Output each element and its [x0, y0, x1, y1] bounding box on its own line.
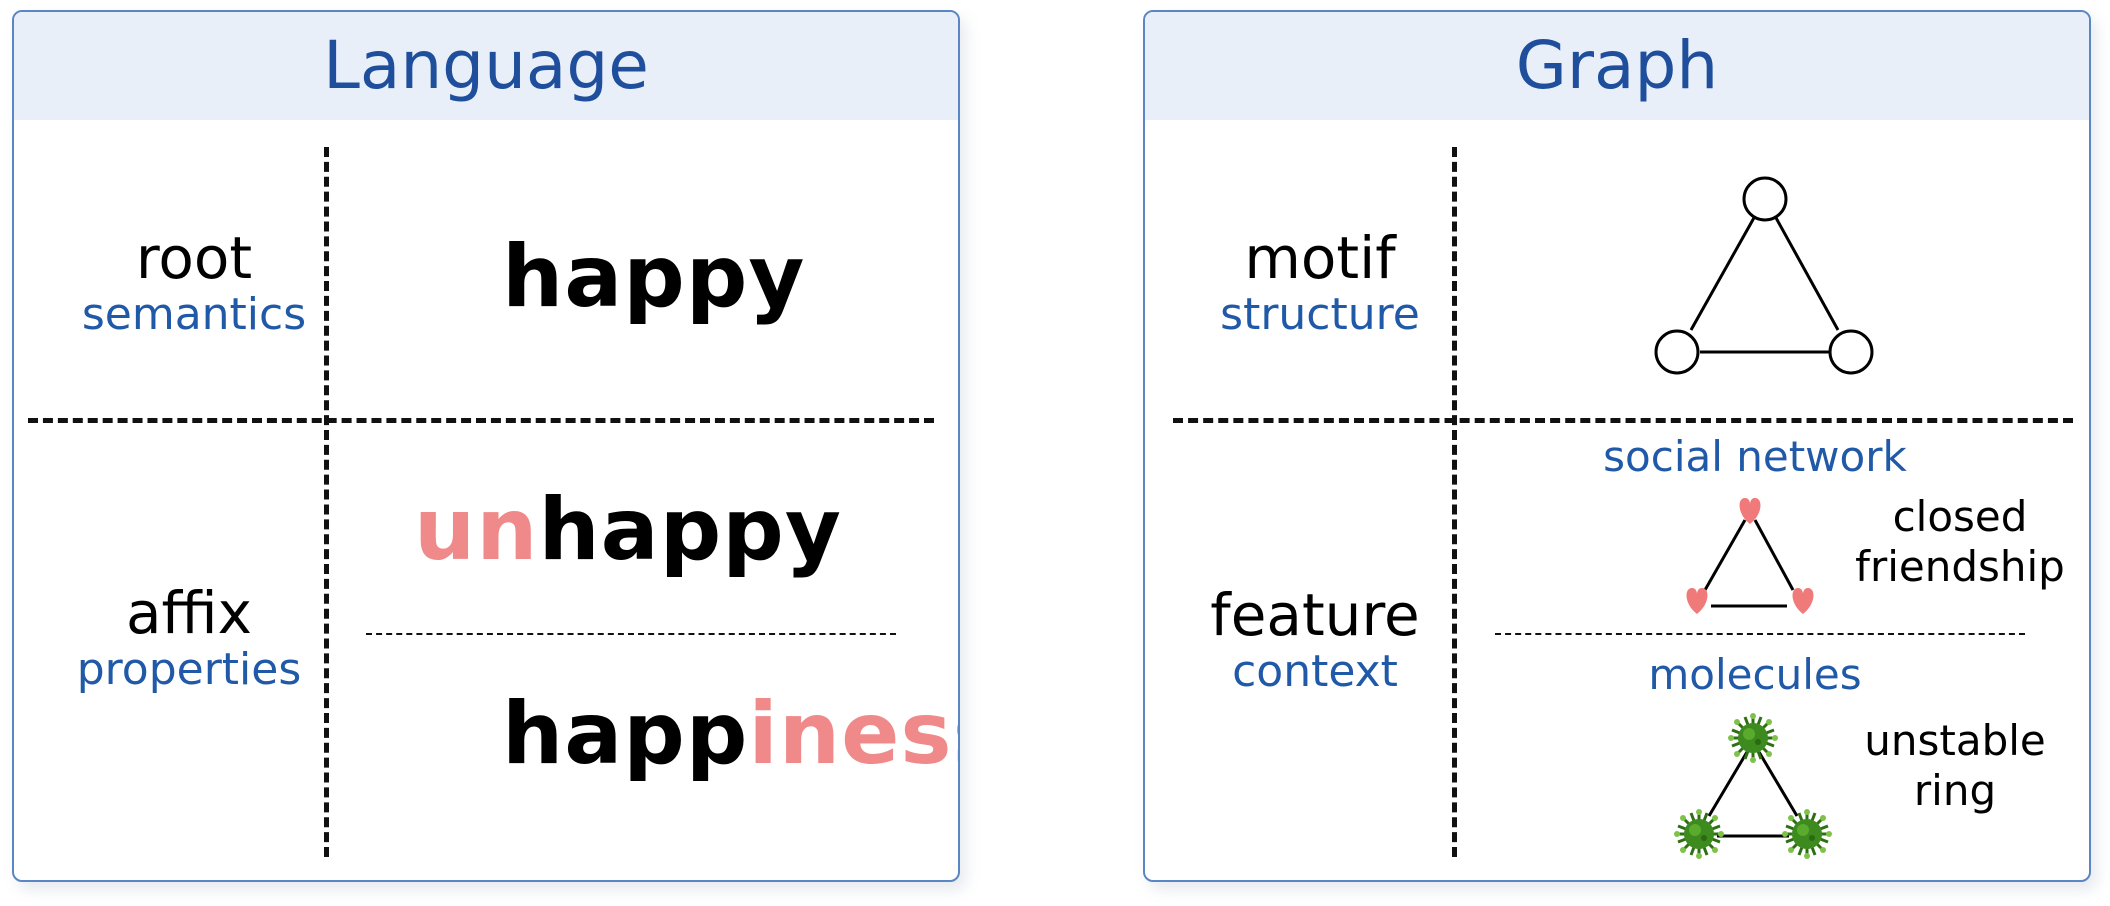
social-caption-line1: closed: [1892, 492, 2028, 541]
virus-icon: [1780, 807, 1833, 861]
motif-edge-left: [1689, 215, 1757, 331]
language-header: Language: [14, 12, 958, 120]
affix-sublabel: properties: [76, 643, 302, 695]
suffix-iness: iness: [748, 684, 958, 784]
feature-sublabel: context: [1232, 645, 1398, 697]
motif-edge-right: [1773, 215, 1840, 331]
social-caption: closed friendship: [1825, 492, 2089, 593]
graph-header: Graph: [1145, 12, 2089, 120]
heart-icon: [1739, 498, 1761, 524]
motif-node-top: [1742, 176, 1788, 222]
prefix-un: un: [414, 480, 539, 580]
root-label-group: root semantics: [44, 224, 344, 340]
feature-label: feature: [1210, 581, 1420, 649]
language-vertical-divider: [324, 147, 329, 857]
graph-feature-divider: [1495, 633, 2025, 635]
motif-sublabel: structure: [1220, 288, 1420, 340]
social-network-title: social network: [1603, 432, 1907, 481]
root-label: root: [135, 224, 253, 292]
stem-happ: happ: [502, 684, 749, 784]
social-edge-left: [1703, 519, 1747, 591]
virus-icon: [1673, 807, 1726, 861]
social-network-triangle: [1686, 498, 1814, 614]
molecules-caption-line2: ring: [1913, 766, 1997, 816]
heart-icon: [1792, 588, 1814, 614]
graph-title: Graph: [1515, 27, 1719, 104]
molecules-caption: unstable ring: [1835, 716, 2075, 817]
molecule-edge-right: [1757, 751, 1799, 817]
language-title: Language: [323, 27, 649, 104]
motif-node-right: [1828, 329, 1874, 375]
motif-triangle-graph: [1654, 176, 1874, 375]
motif-node-left: [1654, 329, 1700, 375]
virus-icon: [1726, 712, 1780, 765]
affix-word-unhappy: unhappy: [414, 480, 842, 580]
motif-label: motif: [1244, 224, 1396, 292]
molecules-title: molecules: [1648, 650, 1862, 699]
graph-horizontal-divider: [1173, 418, 2073, 423]
stem-happy: happy: [538, 480, 842, 580]
language-affix-divider: [366, 633, 896, 635]
social-caption-line2: friendship: [1855, 542, 2065, 592]
language-horizontal-divider: [28, 418, 934, 423]
feature-label-group: feature context: [1175, 581, 1455, 697]
affix-label: affix: [126, 579, 252, 647]
molecule-triangle: [1673, 712, 1833, 861]
social-edge-right: [1753, 519, 1795, 591]
root-word: happy: [502, 227, 806, 327]
affix-word-happiness: happiness: [502, 684, 958, 784]
molecule-edge-left: [1707, 751, 1749, 817]
motif-label-group: motif structure: [1185, 224, 1455, 340]
graph-panel: Graph motif structure feature context so…: [1143, 10, 2091, 882]
graph-vertical-divider: [1452, 147, 1457, 857]
molecules-caption-line1: unstable: [1864, 716, 2046, 765]
heart-icon: [1686, 588, 1708, 614]
affix-label-group: affix properties: [34, 579, 344, 695]
root-sublabel: semantics: [81, 288, 307, 340]
language-panel: Language root semantics happy affix prop…: [12, 10, 960, 882]
